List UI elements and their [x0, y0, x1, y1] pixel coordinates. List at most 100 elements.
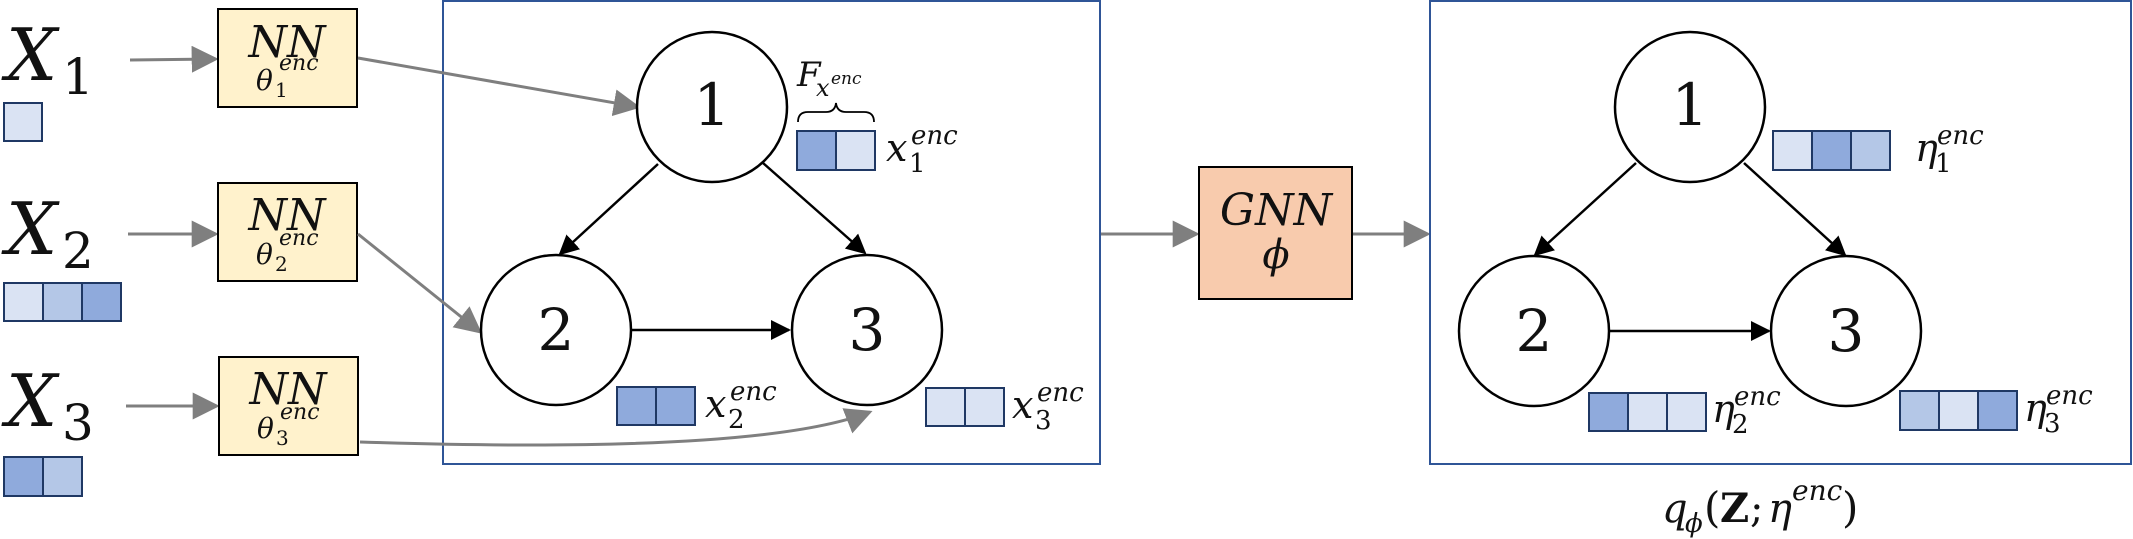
encoder-nn1-theta: θ [256, 64, 273, 97]
feature-x3-sub: 3 [1035, 406, 1052, 436]
input-x1-symbol: X [1, 13, 60, 97]
bar-cell [81, 282, 122, 322]
bar-cell [925, 387, 966, 427]
gnn-block: GNN ϕ [1198, 166, 1353, 300]
bar-cell [655, 386, 696, 426]
node-r-3-label: 3 [1828, 297, 1865, 365]
feature-eta1-sup: enc [1937, 121, 1984, 151]
encoder-nn3-theta: θ [257, 412, 274, 445]
encoder-nn1: NN θ enc 1 [217, 8, 358, 108]
bar-cell [42, 456, 83, 497]
feature-eta2-enc: η 2 enc [1588, 382, 1781, 440]
input-x3-subscript: 3 [62, 394, 94, 452]
caption-close-paren: ) [1842, 483, 1858, 532]
encoder-nn3-idx: 3 [276, 426, 289, 450]
encoder-nn1-box [217, 8, 358, 108]
bar-cell [3, 282, 44, 322]
feature-eta3-symbol: η [2024, 386, 2047, 430]
encoder-nn3-box [218, 356, 359, 456]
node-r-2-label: 2 [1516, 297, 1553, 365]
arrow-nn3-to-node3 [359, 408, 873, 447]
bar-cell [796, 130, 837, 171]
node-1: 1 [635, 30, 789, 184]
brace-path [797, 102, 875, 123]
encoder-nn3-label: NN [249, 364, 329, 415]
bar-cell [3, 456, 44, 497]
brace-label-f: F [796, 55, 822, 95]
node-r-1: 1 [1613, 30, 1767, 184]
edge-1-to-2 [558, 163, 659, 256]
bar-cell [1627, 392, 1668, 432]
bar-cell [1666, 392, 1707, 432]
encoder-nn2-box [217, 182, 358, 282]
bar-cell [1850, 130, 1891, 171]
arrow-nn1-to-node1 [357, 56, 641, 117]
caption-open-paren: ( [1704, 483, 1720, 532]
input-x2-symbol: X [1, 187, 60, 271]
gnn-box [1198, 166, 1353, 300]
bar-cell [1977, 390, 2018, 431]
feature-eta3-sub: 3 [2044, 409, 2061, 439]
arrow-nn2-to-node2 [357, 232, 483, 334]
feature-eta3-enc: η 3 enc [1899, 381, 2093, 439]
caption-phi: ϕ [1685, 509, 1703, 539]
edge-r-1-to-2 [1533, 162, 1637, 257]
gnn-label: GNN [1220, 185, 1334, 236]
caption-q: q [1662, 486, 1688, 532]
feature-x3-sup: enc [1037, 378, 1084, 408]
node-r-3: 3 [1769, 254, 1923, 408]
feature-eta2-sub: 2 [1732, 410, 1749, 440]
feature-x1-sup: enc [911, 121, 958, 151]
encoder-nn3-sup: enc [280, 400, 320, 425]
encoder-nn2-sup: enc [279, 226, 319, 251]
feature-x3-symbol: x [1012, 383, 1033, 427]
encoder-nn2: NN θ enc 2 [217, 182, 358, 282]
encoder-nn2-theta: θ [256, 238, 273, 271]
node-2-label: 2 [538, 296, 575, 364]
input-x2: X 2 [1, 187, 122, 322]
bar-cell [1938, 390, 1979, 431]
input-x1: X 1 [1, 13, 94, 142]
input-x2-bar [3, 282, 122, 322]
input-x1-subscript: 1 [62, 48, 94, 106]
bar-cell [616, 386, 657, 426]
encoder-nn3: NN θ enc 3 [218, 356, 359, 456]
node-2: 2 [479, 253, 633, 407]
encoder-nn2-label: NN [248, 190, 328, 241]
gnn-phi: ϕ [1262, 232, 1289, 278]
encoder-nn1-label: NN [248, 17, 328, 68]
bar-cell [3, 102, 43, 142]
bar-cell [1899, 390, 1940, 431]
encoded-graph-panel [442, 0, 1101, 465]
feature-x2-symbol: x [705, 382, 726, 426]
encoder-nn1-sup: enc [279, 51, 319, 76]
caption-eta: η [1768, 486, 1792, 532]
arrow-x1-to-nn1 [129, 45, 219, 73]
node-r-1-label: 1 [1672, 71, 1709, 139]
feature-x2-sub: 2 [728, 405, 745, 435]
feature-eta1-sub: 1 [1935, 149, 1952, 179]
node-3: 3 [790, 253, 944, 407]
input-x3-symbol: X [1, 359, 60, 443]
feature-dim-brace: F x enc [796, 55, 875, 123]
edge-r-1-to-3 [1743, 162, 1847, 257]
bar-cell [42, 282, 83, 322]
posterior-graph-panel [1429, 0, 2132, 465]
feature-x1-enc: x 1 enc [796, 121, 958, 179]
brace-label-x: x [816, 74, 830, 102]
bar-cell [835, 130, 876, 171]
bar-cell [964, 387, 1005, 427]
encoder-nn1-idx: 1 [275, 78, 288, 102]
caption-z: Z [1720, 485, 1749, 532]
feature-eta1-enc: η 1 enc [1772, 121, 1984, 179]
bar-cell [1588, 392, 1629, 432]
feature-x3-enc: x 3 enc [925, 378, 1084, 436]
feature-x1-symbol: x [886, 126, 907, 170]
input-x2-subscript: 2 [62, 222, 94, 280]
input-x1-bar [3, 102, 43, 142]
input-x3-bar [3, 456, 83, 497]
edge-1-to-3 [762, 162, 867, 255]
caption-semicolon: ; [1750, 486, 1763, 532]
feature-x2-enc: x 2 enc [616, 377, 777, 435]
